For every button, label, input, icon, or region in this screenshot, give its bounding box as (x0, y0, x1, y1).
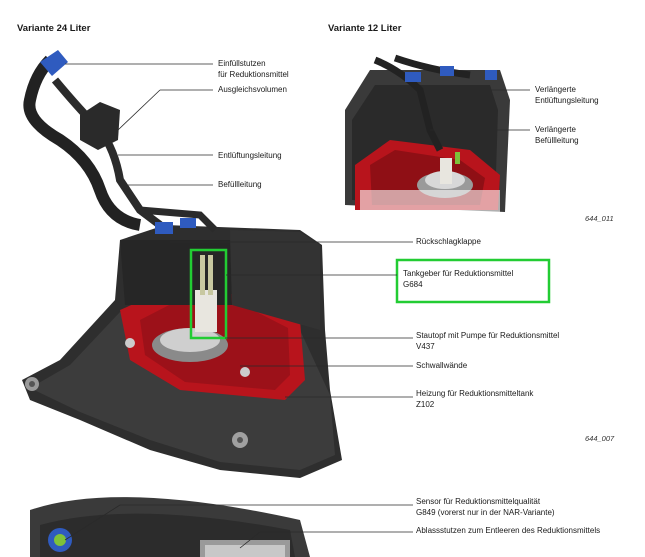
label-tankgeber-line2: G684 (403, 279, 423, 289)
label-stautopf-line2: V437 (416, 341, 435, 351)
label-entlueftungsleitung: Entlüftungsleitung (218, 151, 282, 162)
tank-24l-illustration (22, 50, 342, 478)
bottom-closeup-illustration (30, 497, 310, 557)
label-sensor-line2: G849 (vorerst nur in der NAR-Variante) (416, 507, 555, 517)
label-sensor: Sensor für Reduktionsmittelqualität G849… (416, 497, 555, 518)
label-schwallwaende: Schwallwände (416, 361, 467, 372)
label-verl-befuellleitung: Verlängerte Befüllleitung (535, 125, 579, 146)
label-sensor-line1: Sensor für Reduktionsmittelqualität (416, 497, 541, 506)
label-schwallwaende-line1: Schwallwände (416, 361, 468, 370)
label-stautopf: Stautopf mit Pumpe für Reduktionsmittel … (416, 331, 559, 352)
label-rueckschlagklappe-line1: Rückschlagklappe (416, 237, 481, 246)
tankgeber-highlight-box (189, 248, 228, 340)
label-heizung-line1: Heizung für Reduktionsmitteltank (416, 389, 534, 398)
label-rueckschlagklappe: Rückschlagklappe (416, 237, 481, 248)
label-ablassstutzen-line1: Ablassstutzen zum Entleeren des Reduktio… (416, 526, 601, 535)
label-verl-entlueftungsleitung-line1: Verlängerte (535, 85, 576, 94)
label-verl-befuellleitung-line1: Verlängerte (535, 125, 576, 134)
leader-lines (64, 63, 530, 549)
heading-24-liter: Variante 24 Liter (17, 23, 91, 34)
label-einfuellstutzen: Einfüllstutzen für Reduktionsmittel (218, 59, 289, 80)
label-verl-befuellleitung-line2: Befüllleitung (535, 135, 579, 145)
heading-12-liter: Variante 12 Liter (328, 23, 402, 34)
figure-id-top: 644_011 (585, 214, 614, 223)
tank-12l-illustration (345, 54, 510, 212)
label-einfuellstutzen-line1: Einfüllstutzen (218, 59, 266, 68)
label-tankgeber-line1: Tankgeber für Reduktionsmittel (403, 269, 514, 278)
label-verl-entlueftungsleitung-line2: Entlüftungsleitung (535, 95, 599, 105)
label-tankgeber: Tankgeber für Reduktionsmittel G684 (403, 269, 513, 290)
label-ablassstutzen: Ablassstutzen zum Entleeren des Reduktio… (416, 526, 600, 537)
label-stautopf-line1: Stautopf mit Pumpe für Reduktionsmittel (416, 331, 560, 340)
label-befuellleitung: Befüllleitung (218, 180, 262, 191)
label-befuellleitung-line1: Befüllleitung (218, 180, 262, 189)
tankgeber-label-highlight-box (395, 258, 551, 304)
figure-id-mid: 644_007 (585, 434, 615, 443)
label-heizung-line2: Z102 (416, 399, 435, 409)
label-verl-entlueftungsleitung: Verlängerte Entlüftungsleitung (535, 85, 599, 106)
label-heizung: Heizung für Reduktionsmitteltank Z102 (416, 389, 533, 410)
label-ausgleichsvolumen: Ausgleichsvolumen (218, 85, 287, 96)
label-ausgleichsvolumen-line1: Ausgleichsvolumen (218, 85, 287, 94)
label-entlueftungsleitung-line1: Entlüftungsleitung (218, 151, 282, 160)
label-einfuellstutzen-line2: für Reduktionsmittel (218, 69, 289, 79)
